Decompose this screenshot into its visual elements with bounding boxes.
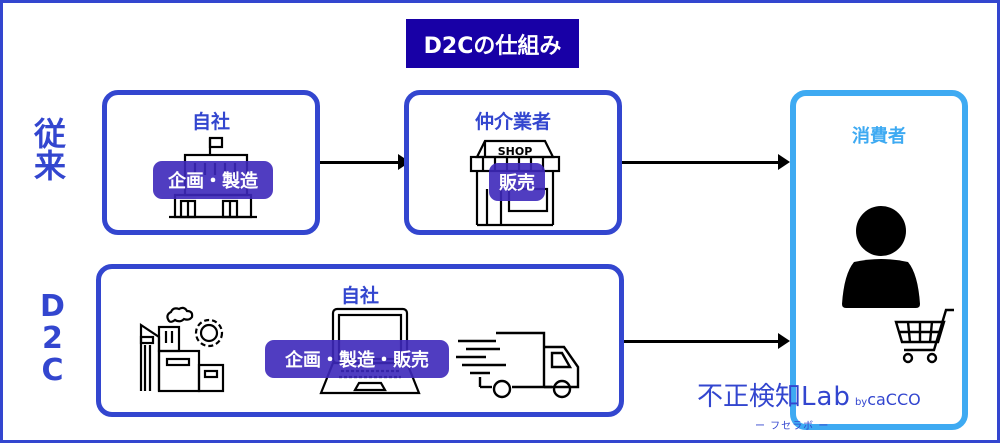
row-label-d2c: D 2 C xyxy=(40,292,65,386)
row-label-char: D xyxy=(40,289,65,324)
shopping-cart-icon xyxy=(894,308,954,364)
d2c-company-role: 企画・製造・販売 xyxy=(265,340,449,378)
conventional-company-label: 自社 xyxy=(191,111,230,133)
shop-sign: SHOP xyxy=(497,145,533,158)
intermediary-role: 販売 xyxy=(489,163,545,201)
arrow-company-to-intermediary xyxy=(320,154,410,170)
delivery-truck-icon xyxy=(456,331,580,399)
row-label-char: C xyxy=(41,353,64,388)
d2c-company-label: 自社 xyxy=(340,285,379,307)
logo-by: by xyxy=(854,397,868,408)
factory-icon xyxy=(139,306,225,393)
row-label-conventional: 従 来 xyxy=(34,118,66,182)
diagram-title: D2Cの仕組み xyxy=(406,19,579,68)
conventional-company-role: 企画・製造 xyxy=(153,161,273,199)
intermediary-label: 仲介業者 xyxy=(474,111,551,133)
row-label-char: 来 xyxy=(34,147,67,185)
arrow-intermediary-to-consumer xyxy=(622,154,790,170)
consumer-box: 消費者 xyxy=(790,90,968,430)
conventional-company-box: 自社 企画・製造 xyxy=(102,90,320,235)
row-label-char: 従 xyxy=(34,115,67,153)
d2c-company-box: 自社 xyxy=(96,264,624,417)
logo-main: 不正検知 xyxy=(697,382,802,412)
arrow-d2c-to-consumer xyxy=(624,333,790,349)
logo-brand: caCCO xyxy=(867,390,921,409)
intermediary-box: 仲介業者 SHOP 販売 xyxy=(404,90,622,235)
person-icon xyxy=(842,206,920,308)
logo-lab: Lab xyxy=(801,382,851,412)
consumer-label: 消費者 xyxy=(852,126,906,147)
logo-subtitle: ー フセラボ ー xyxy=(755,421,830,432)
row-label-char: 2 xyxy=(42,321,63,356)
